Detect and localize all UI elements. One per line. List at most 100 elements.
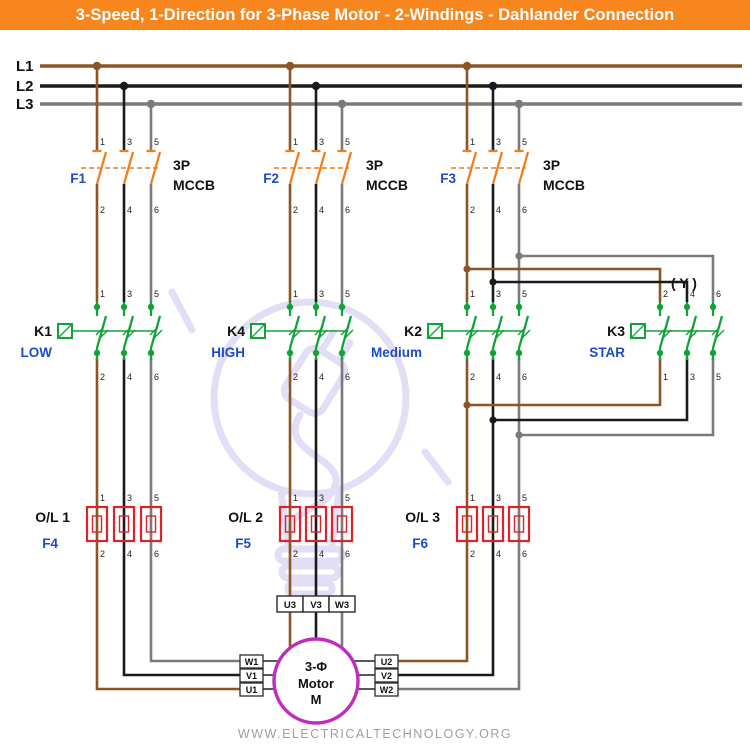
breaker-f2-label: F2 xyxy=(263,171,279,186)
mccb-f3-symbol xyxy=(451,149,530,185)
breaker-f1-label: F1 xyxy=(70,171,86,186)
breaker-type-mccb-1: MCCB xyxy=(173,177,215,193)
svg-text:1: 1 xyxy=(470,137,475,147)
svg-text:3: 3 xyxy=(127,289,132,299)
website-url: WWW.ELECTRICALTECHNOLOGY.ORG xyxy=(237,727,513,741)
terminal-w1: W1 xyxy=(245,657,259,667)
svg-text:3: 3 xyxy=(496,493,501,503)
overload-2-name: O/L 2 xyxy=(228,509,263,525)
overload-f6-symbol xyxy=(455,505,531,543)
overload-f5-symbol xyxy=(278,505,354,543)
svg-text:6: 6 xyxy=(522,372,527,382)
svg-text:1: 1 xyxy=(470,289,475,299)
svg-text:4: 4 xyxy=(127,549,132,559)
svg-text:6: 6 xyxy=(154,205,159,215)
svg-text:2: 2 xyxy=(100,205,105,215)
svg-text:3: 3 xyxy=(319,289,324,299)
motor-phase-label: 3-Φ xyxy=(305,659,328,674)
svg-text:3: 3 xyxy=(690,372,695,382)
motor-symbol xyxy=(272,637,360,725)
svg-text:6: 6 xyxy=(154,549,159,559)
overload-3-name: O/L 3 xyxy=(405,509,440,525)
svg-text:4: 4 xyxy=(496,372,501,382)
rail-label-l3: L3 xyxy=(16,96,34,113)
breaker-f3-label: F3 xyxy=(440,171,456,186)
svg-text:5: 5 xyxy=(154,289,159,299)
terminal-u1: U1 xyxy=(246,685,258,695)
svg-text:5: 5 xyxy=(345,289,350,299)
svg-text:4: 4 xyxy=(496,549,501,559)
mccb-f2-symbol xyxy=(274,149,353,185)
overload-1-id: F4 xyxy=(42,536,58,551)
terminal-box-col-left xyxy=(239,654,264,697)
svg-text:2: 2 xyxy=(293,549,298,559)
terminal-box-labels: U3 V3 W3 W1 V1 U1 U2 V2 W2 xyxy=(245,600,394,695)
rail-label-l1: L1 xyxy=(16,58,34,75)
motor-labels: 3-Φ Motor M xyxy=(298,659,334,707)
overload-3-id: F6 xyxy=(412,536,428,551)
motor-name-label: Motor xyxy=(298,676,334,691)
rail-labels: L1 L2 L3 xyxy=(16,58,34,113)
motor-m-label: M xyxy=(311,692,322,707)
svg-text:4: 4 xyxy=(496,205,501,215)
svg-text:4: 4 xyxy=(319,205,324,215)
svg-text:5: 5 xyxy=(154,137,159,147)
breaker-type-3p-2: 3P xyxy=(366,157,383,173)
contactor-k1-speed: LOW xyxy=(21,345,53,360)
breaker-type-mccb-3: MCCB xyxy=(543,177,585,193)
contactor-k2-speed: Medium xyxy=(371,345,422,360)
svg-text:1: 1 xyxy=(293,137,298,147)
rail-label-l2: L2 xyxy=(16,78,34,95)
contactor-k3-symbol xyxy=(630,302,725,360)
svg-text:1: 1 xyxy=(470,493,475,503)
svg-text:3: 3 xyxy=(319,493,324,503)
svg-text:5: 5 xyxy=(345,493,350,503)
terminal-w3: W3 xyxy=(335,600,349,611)
svg-text:6: 6 xyxy=(154,372,159,382)
contactor-k3-speed: STAR xyxy=(589,345,625,360)
contactor-k2-label: K2 xyxy=(404,323,422,339)
contactor-k2-symbol xyxy=(427,302,531,360)
svg-text:5: 5 xyxy=(522,289,527,299)
phase-wires-star-contactor xyxy=(463,252,715,439)
svg-text:1: 1 xyxy=(100,493,105,503)
svg-text:6: 6 xyxy=(345,549,350,559)
terminal-v1: V1 xyxy=(246,671,257,681)
svg-text:4: 4 xyxy=(319,372,324,382)
contactor-k4-label: K4 xyxy=(227,323,245,339)
power-rails xyxy=(40,61,742,109)
svg-text:1: 1 xyxy=(663,372,668,382)
svg-text:3: 3 xyxy=(496,137,501,147)
website-footer: WWW.ELECTRICALTECHNOLOGY.ORG xyxy=(0,727,750,741)
svg-text:5: 5 xyxy=(716,372,721,382)
terminal-w2: W2 xyxy=(380,685,394,695)
terminal-box-row-top xyxy=(276,595,356,613)
svg-text:6: 6 xyxy=(716,289,721,299)
svg-text:4: 4 xyxy=(127,205,132,215)
terminal-u2: U2 xyxy=(381,657,393,667)
mccb-f1-symbol xyxy=(81,149,162,185)
svg-text:2: 2 xyxy=(293,372,298,382)
svg-text:5: 5 xyxy=(345,137,350,147)
svg-text:3: 3 xyxy=(319,137,324,147)
svg-text:6: 6 xyxy=(522,205,527,215)
svg-text:1: 1 xyxy=(100,137,105,147)
terminal-v2: V2 xyxy=(381,671,392,681)
terminal-v3: V3 xyxy=(310,600,322,611)
overload-1-name: O/L 1 xyxy=(35,509,70,525)
terminal-u3: U3 xyxy=(284,600,296,611)
title-bar: 3-Speed, 1-Direction for 3-Phase Motor -… xyxy=(0,0,750,30)
svg-text:2: 2 xyxy=(470,205,475,215)
svg-text:1: 1 xyxy=(293,289,298,299)
page-title: 3-Speed, 1-Direction for 3-Phase Motor -… xyxy=(75,5,675,24)
